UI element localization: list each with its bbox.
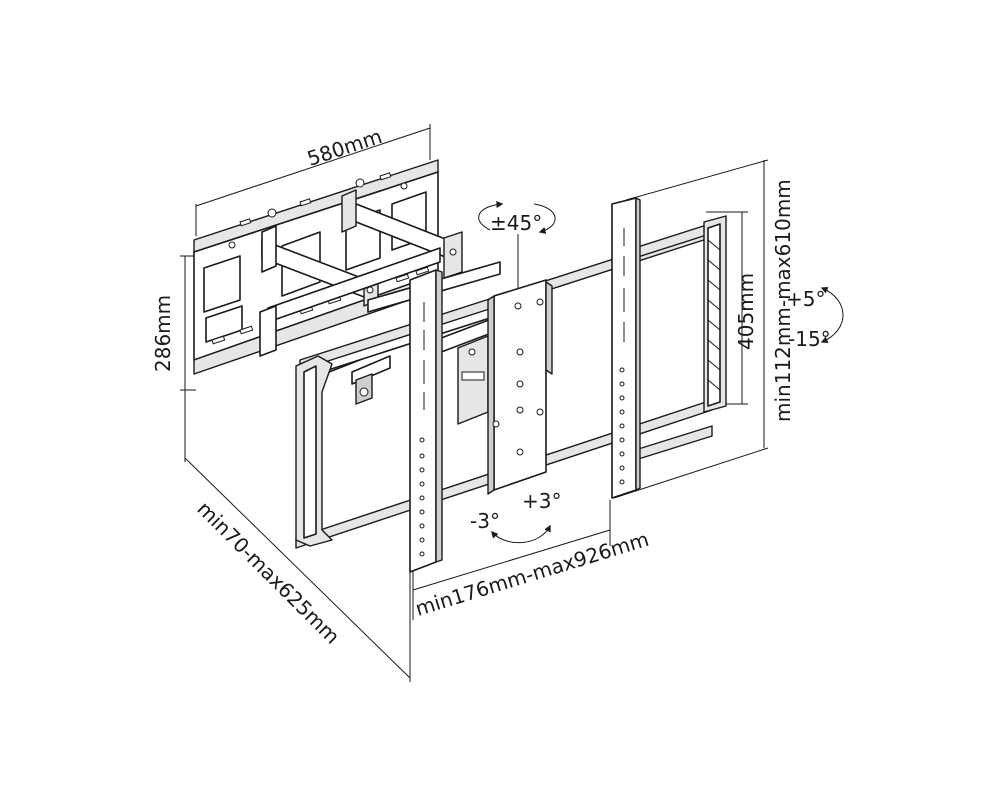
- tilt-up-label: +5°: [786, 287, 825, 311]
- swivel-arrow-right-icon: [533, 203, 556, 234]
- width-dimension-line: [195, 127, 431, 207]
- vertical-strap-left: [409, 269, 443, 573]
- adjustment-labels: ±45° +5° -15° -3° +3°: [470, 211, 831, 533]
- rotation-arrows: [478, 200, 844, 544]
- bracket-height-label: 405mm: [734, 273, 758, 350]
- vertical-strap-right: [611, 197, 641, 499]
- swivel-label: ±45°: [490, 211, 542, 235]
- rotate-left-label: -3°: [470, 509, 500, 533]
- rotate-right-label: +3°: [522, 489, 561, 513]
- horizontal-dimension-line: [412, 529, 611, 591]
- rotate-arc-icon: [491, 524, 551, 544]
- extension-dimension-line: [184, 457, 411, 679]
- ladder-rungs: [707, 239, 721, 391]
- width-label: 580mm: [304, 124, 385, 171]
- height-label: 286mm: [151, 295, 175, 372]
- center-mounting-plate: [487, 279, 553, 495]
- left-side-bracket: [295, 355, 333, 547]
- dimension-lines: [180, 124, 769, 682]
- vertical-label: min112mm-max610mm: [771, 179, 795, 422]
- tilt-arc-icon: [820, 286, 844, 344]
- tilt-down-label: -15°: [788, 327, 831, 351]
- swivel-arrow-left-icon: [478, 200, 504, 231]
- right-side-bracket: [703, 215, 727, 413]
